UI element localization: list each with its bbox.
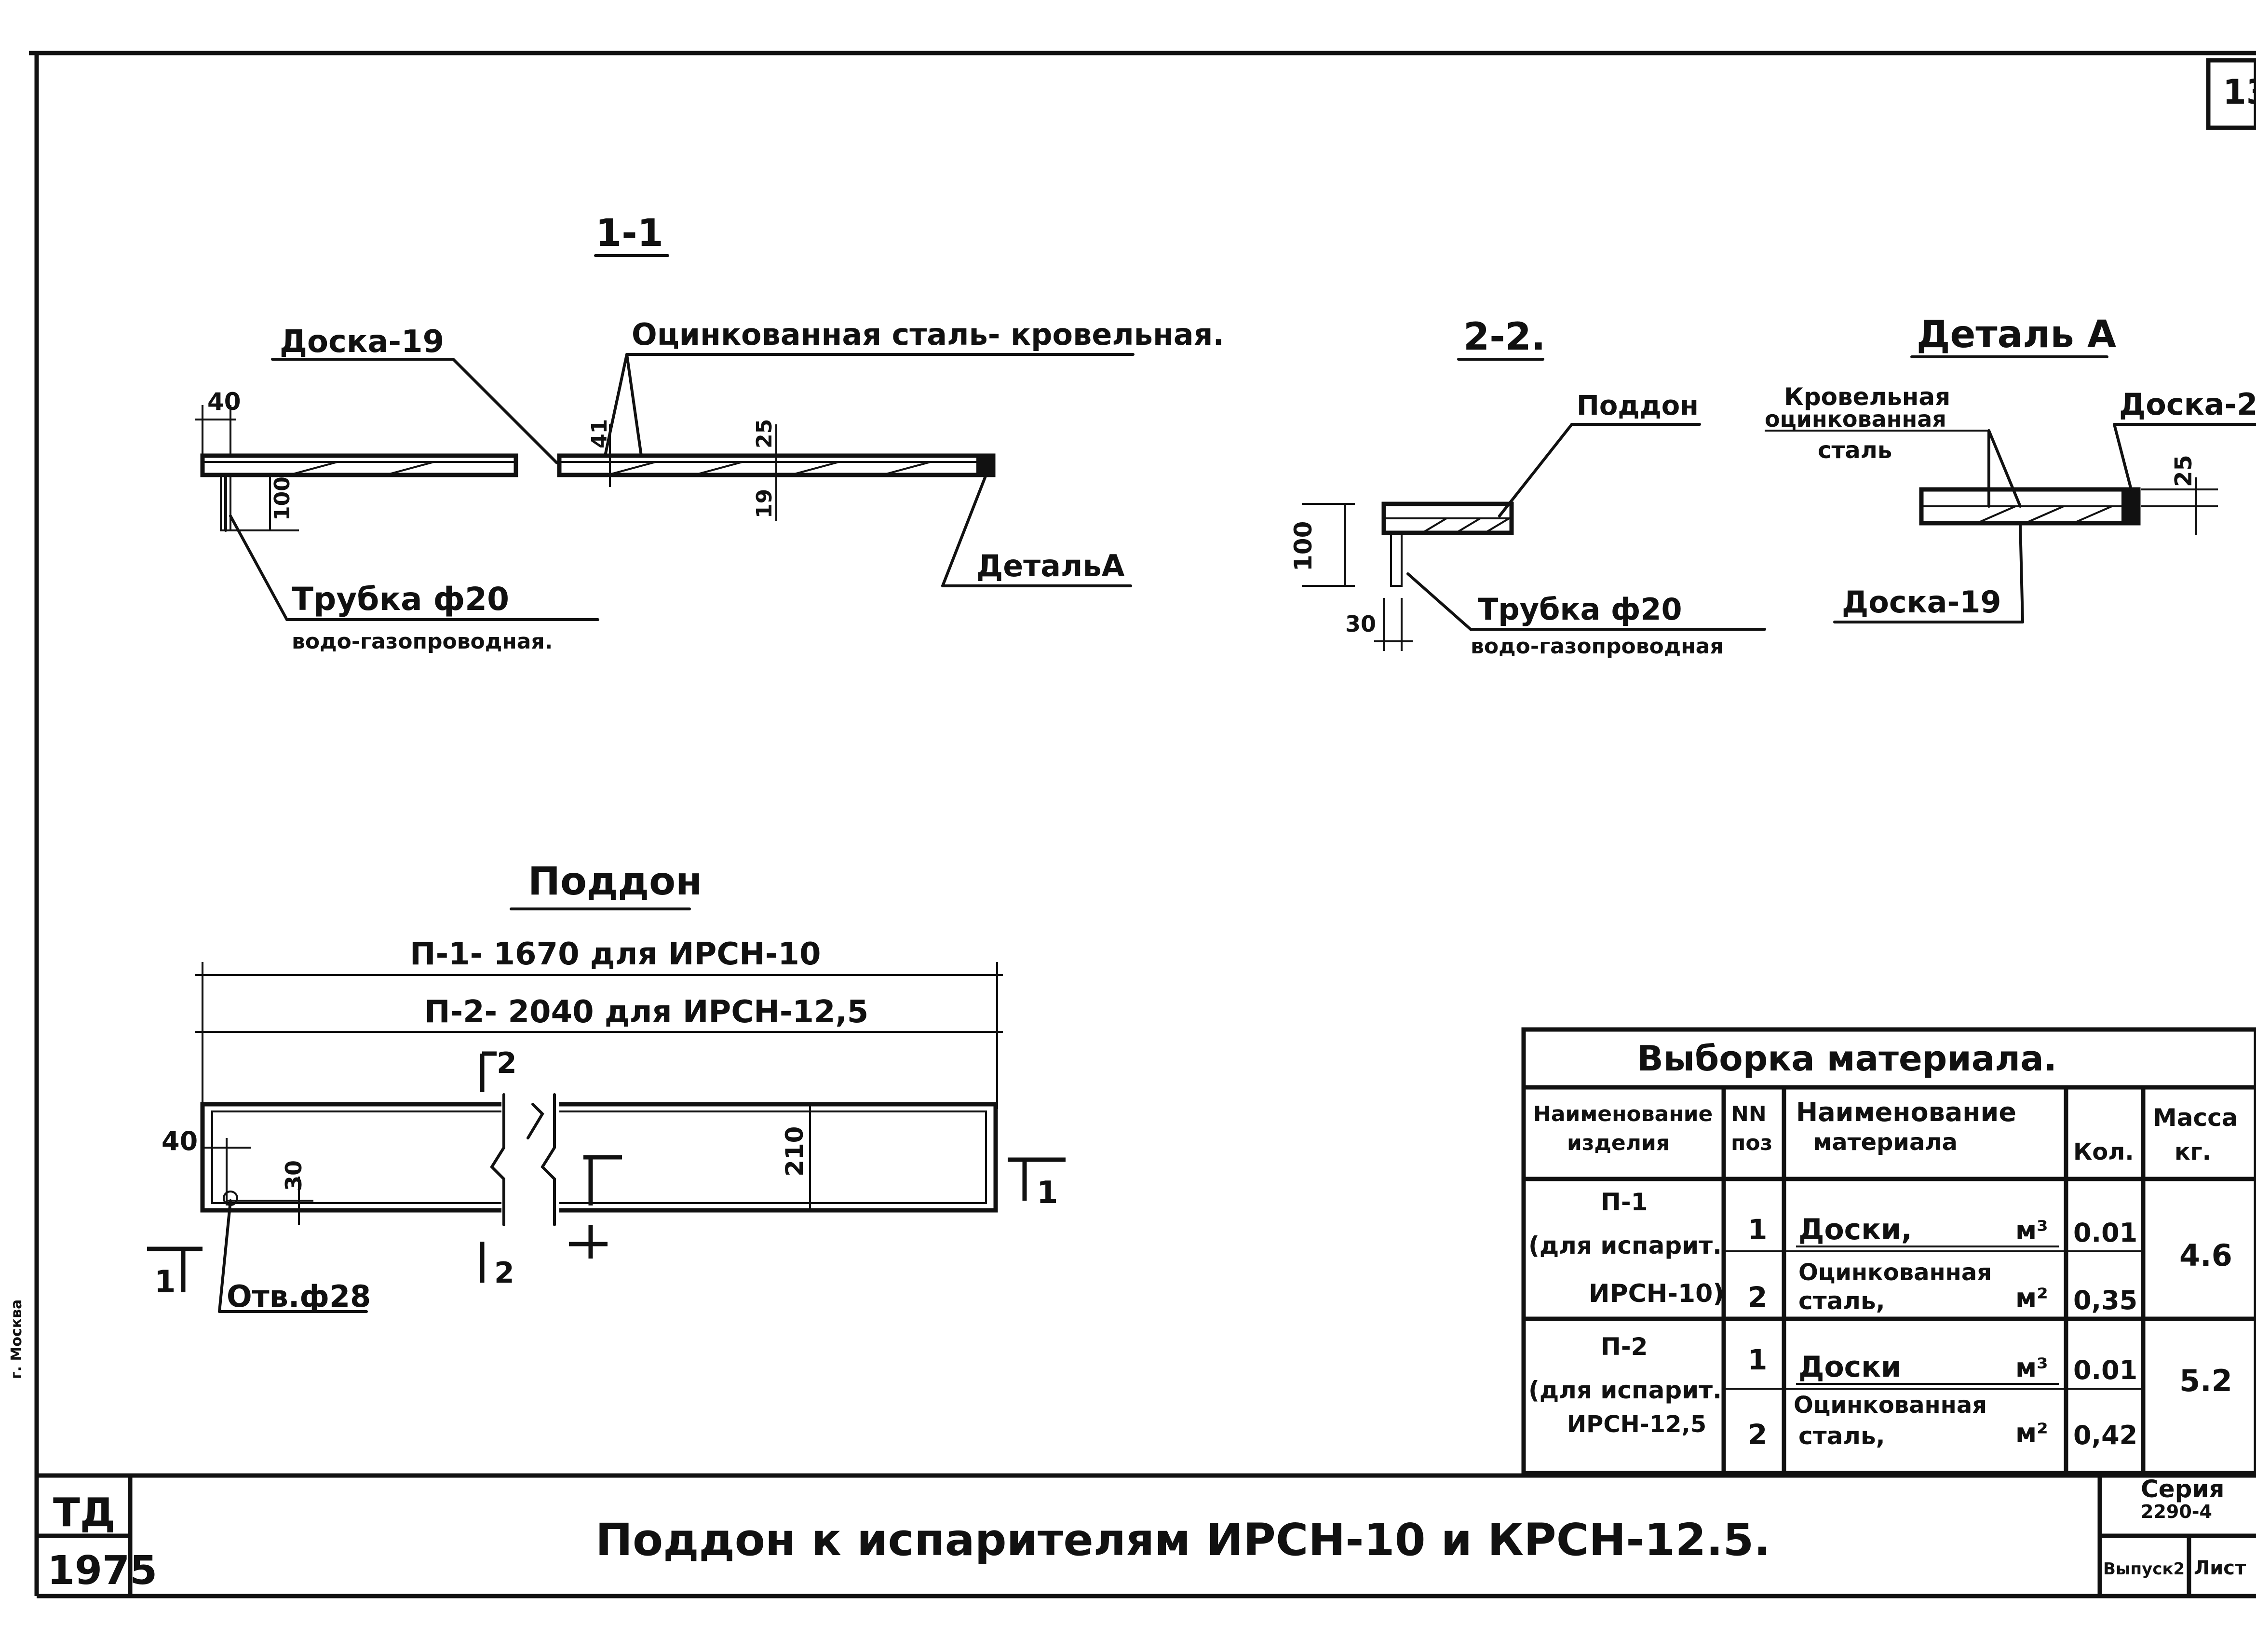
header-qty: Кол. <box>2073 1138 2134 1165</box>
pipe-2-2-label: Трубка ф20 <box>1478 592 1682 627</box>
dim-plan-40: 40 <box>162 1126 198 1156</box>
group-1-row-2-qty: 0,35 <box>2073 1285 2137 1315</box>
group-2-row-1-qty: 0.01 <box>2073 1355 2137 1385</box>
dim-detail-25: 25 <box>2170 455 2197 487</box>
series-code: 2290-4 <box>2141 1501 2212 1522</box>
group-1-name-1: П-1 <box>1601 1188 1648 1216</box>
group-2-name-3: ИРСН-12,5 <box>1567 1411 1706 1438</box>
group-2-row-1-unit: м³ <box>2015 1353 2048 1383</box>
board-19-detail-label: Доска-19 <box>1842 584 2001 620</box>
group-2-row-1-pos: 1 <box>1748 1343 1767 1376</box>
detail-a-title: Деталь А <box>1917 313 2116 356</box>
group-1-row-1-qty: 0.01 <box>2073 1218 2137 1248</box>
header-material-1: Наименование <box>1796 1097 2016 1127</box>
group-1-row-1-material: Доски, <box>1798 1213 1912 1246</box>
dim-40: 40 <box>207 388 241 416</box>
header-material-2: материала <box>1813 1129 1958 1156</box>
dim-25: 25 <box>752 419 777 448</box>
header-product-2: изделия <box>1567 1131 1670 1155</box>
dim-plan-210: 210 <box>781 1126 809 1177</box>
group-1-name-3: ИРСН-10) <box>1589 1279 1724 1308</box>
dim-2-2-30: 30 <box>1345 611 1376 637</box>
detail-a-reference: ДетальА <box>976 548 1125 583</box>
side-note: г. Москва <box>8 1300 25 1379</box>
materials-table: Выборка материала. Наименование изделия … <box>1521 1027 2256 1476</box>
group-2-row-2-qty: 0,42 <box>2073 1420 2137 1450</box>
series-label: Серия <box>2141 1475 2225 1503</box>
header-mass-2: кг. <box>2175 1138 2211 1165</box>
pallet-plan-title: Поддон <box>528 859 702 904</box>
header-product-1: Наименование <box>1533 1102 1713 1126</box>
group-1-row-2-pos: 2 <box>1748 1281 1767 1313</box>
cut-1-right: 1 <box>1037 1175 1058 1211</box>
header-pos-2: поз <box>1731 1131 1772 1155</box>
drawing-title: Поддон к испарителям ИРСН-10 и КРСН-12.5… <box>595 1514 1770 1566</box>
group-2-row-2-unit: м² <box>2015 1418 2048 1448</box>
cut-2-top: 2 <box>497 1046 517 1080</box>
dim-41: 41 <box>587 419 612 448</box>
group-2-row-2-material-2: сталь, <box>1798 1422 1885 1450</box>
pipe-2-2-sublabel: водо-газопроводная <box>1471 634 1724 659</box>
group-1-name-2: (для испарит. <box>1528 1232 1722 1259</box>
section-1-1: 1-1 Доска-19 Оцинкованная сталь- кровель… <box>195 212 1224 654</box>
dim-p1: П-1- 1670 для ИРСН-10 <box>410 936 821 972</box>
title-block: ТД 1975 Поддон к испарителям ИРСН-10 и К… <box>37 1473 2256 1596</box>
section-2-2: 2-2. Поддон Трубка ф20 водо-газопроводна… <box>1289 315 1766 659</box>
cut-1-left: 1 <box>154 1264 176 1300</box>
pallet-section-label: Поддон <box>1577 390 1699 421</box>
stamp-org: ТД <box>53 1490 115 1536</box>
detail-a: Деталь А Кровельная оцинкованная сталь Д… <box>1765 313 2256 623</box>
dim-100: 100 <box>270 476 295 521</box>
group-1-row-2-material-1: Оцинкованная <box>1798 1259 1992 1286</box>
pallet-plan: Поддон П-1- 1670 для ИРСН-10 П-2- 2040 д… <box>147 859 1066 1314</box>
roof-label-1: Кровельная <box>1784 383 1950 411</box>
group-1-mass: 4.6 <box>2179 1238 2232 1273</box>
roof-label-3: сталь <box>1818 437 1892 464</box>
sheet-number: 13 <box>2223 72 2256 112</box>
group-2-name-2: (для испарит. <box>1528 1376 1722 1404</box>
series-sheet: Лист <box>2194 1557 2246 1579</box>
group-2-row-2-material-1: Оцинкованная <box>1794 1392 1987 1419</box>
header-pos-1: NN <box>1731 1102 1767 1126</box>
header-mass-1: Масса <box>2153 1104 2238 1132</box>
cut-2-bottom: 2 <box>494 1256 514 1290</box>
hole-label: Отв.ф28 <box>227 1279 371 1314</box>
sheet-frame <box>29 51 2256 1598</box>
group-1-row-1-unit: м³ <box>2015 1215 2048 1246</box>
dim-19: 19 <box>752 489 777 518</box>
group-1-row-1-pos: 1 <box>1748 1213 1767 1246</box>
group-2-row-2-pos: 2 <box>1748 1418 1767 1451</box>
dim-p2: П-2- 2040 для ИРСН-12,5 <box>424 994 868 1030</box>
group-2-row-1-material: Доски <box>1798 1350 1901 1384</box>
group-1-row-2-unit: м² <box>2015 1283 2048 1313</box>
dim-2-2-100: 100 <box>1289 521 1317 571</box>
dim-plan-30: 30 <box>281 1160 307 1191</box>
pipe-sublabel: водо-газопроводная. <box>292 629 553 654</box>
galvanized-steel-label: Оцинкованная сталь- кровельная. <box>632 317 1224 352</box>
group-1-row-2-material-2: сталь, <box>1798 1287 1885 1315</box>
stamp-year: 1975 <box>47 1548 157 1594</box>
series-issue: Выпуск2 <box>2103 1559 2185 1579</box>
roof-label-2: оцинкованная <box>1765 406 1946 432</box>
pipe-label: Трубка ф20 <box>292 581 509 618</box>
board-19-label: Доска-19 <box>280 324 444 360</box>
section-1-1-title: 1-1 <box>595 212 663 255</box>
section-2-2-title: 2-2. <box>1463 315 1546 359</box>
group-2-mass: 5.2 <box>2179 1363 2232 1398</box>
group-2-name-1: П-2 <box>1601 1333 1648 1361</box>
materials-title: Выборка материала. <box>1637 1038 2057 1079</box>
board-25-label: Доска-25 <box>2119 387 2256 422</box>
